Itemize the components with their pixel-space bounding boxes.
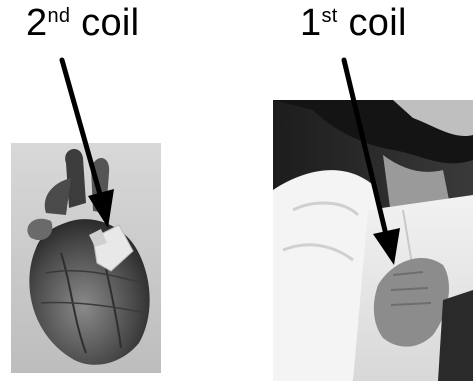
second-coil-arrow <box>62 60 114 228</box>
first-coil-arrow <box>344 60 400 265</box>
